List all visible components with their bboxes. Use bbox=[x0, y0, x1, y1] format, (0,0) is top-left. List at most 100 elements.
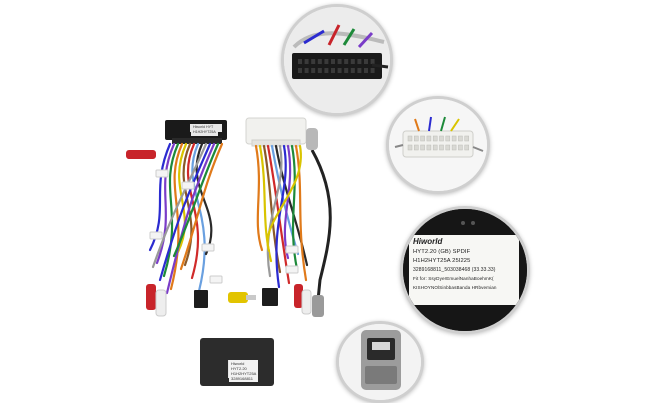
wire bbox=[155, 142, 176, 265]
wire bbox=[182, 142, 193, 267]
wire bbox=[179, 142, 224, 271]
connector-pin bbox=[432, 135, 438, 142]
connector-pin bbox=[344, 59, 349, 64]
connector-pin bbox=[451, 144, 457, 151]
wire bbox=[172, 142, 220, 258]
rca-red-right bbox=[294, 284, 303, 308]
connector-pin bbox=[337, 68, 342, 73]
wire-tags bbox=[149, 169, 299, 284]
connector-pin bbox=[420, 144, 425, 151]
connector-pin bbox=[364, 59, 368, 64]
connector-pin bbox=[364, 68, 368, 73]
sticker-line-1: HYT2.20 (GB) SPDIF bbox=[413, 249, 471, 255]
wire bbox=[266, 144, 283, 278]
rca-red-left-2 bbox=[146, 284, 156, 310]
wire-tag bbox=[209, 275, 223, 284]
wire-tag bbox=[285, 265, 299, 274]
connector-pin bbox=[426, 144, 432, 151]
wire-tag bbox=[155, 169, 169, 178]
wire-tag bbox=[181, 181, 195, 190]
connector-pin bbox=[311, 59, 316, 64]
connector-sticker: Hiworld HYT H1H2HYT25A bbox=[191, 124, 218, 136]
wire-tag bbox=[285, 245, 299, 254]
connector-pin bbox=[426, 135, 432, 142]
antenna-plug-bottom bbox=[312, 295, 324, 317]
connector-pin bbox=[304, 68, 309, 73]
connector-pin bbox=[432, 144, 438, 151]
connector-pin bbox=[464, 135, 469, 142]
wire bbox=[258, 144, 273, 263]
connector-pin bbox=[298, 59, 302, 64]
connector-pin bbox=[370, 59, 375, 64]
connector-pin bbox=[317, 59, 322, 64]
connector-pin bbox=[464, 144, 469, 151]
left-wire-bundle bbox=[148, 142, 224, 295]
antenna-cable bbox=[310, 149, 332, 301]
wire bbox=[165, 142, 216, 295]
connector-pin bbox=[439, 135, 444, 142]
connector-pin bbox=[414, 135, 419, 142]
connector-pin bbox=[439, 144, 444, 151]
wire bbox=[158, 142, 212, 282]
detail-circle-product-label: Hiworld HYT2.20 (GB) SPDIF H1H2HYT25A 25… bbox=[400, 206, 530, 334]
wire bbox=[176, 142, 188, 254]
wire-tag bbox=[201, 243, 215, 252]
wire-tag bbox=[149, 231, 163, 240]
wire bbox=[162, 142, 180, 278]
connector-pin bbox=[370, 68, 375, 73]
connector-pin bbox=[350, 59, 355, 64]
rca-yellow bbox=[228, 292, 248, 303]
rca-red-left-1 bbox=[126, 150, 156, 159]
sticker-brand: Hiworld bbox=[413, 237, 443, 246]
connector-pin bbox=[298, 68, 302, 73]
antenna-plug-top bbox=[306, 128, 318, 150]
connector-pin bbox=[304, 59, 309, 64]
wire bbox=[169, 142, 184, 291]
connector-pin bbox=[331, 59, 335, 64]
detail-circle-black-connector bbox=[281, 4, 393, 116]
module-sticker: Hiworld HYT2.20 H1H2HYT25A 3289168811 bbox=[229, 360, 259, 382]
bottom-connector-mid bbox=[262, 288, 278, 306]
wire bbox=[266, 144, 302, 253]
sticker-line-3: 3289168811_503038468 (33.33.33) bbox=[413, 267, 496, 273]
connector-pin bbox=[344, 68, 349, 73]
wire bbox=[151, 142, 208, 269]
connector-pin bbox=[458, 144, 463, 151]
connector-pin bbox=[350, 68, 355, 73]
connector-pin bbox=[407, 144, 413, 151]
connector-pin bbox=[420, 135, 425, 142]
wire bbox=[191, 142, 206, 293]
bottom-connector-left bbox=[194, 290, 208, 308]
connector-pin bbox=[414, 144, 419, 151]
connector-pin bbox=[451, 135, 457, 142]
sticker-line-5: KISHOYNOlSinbbasBanda HRbvemian bbox=[413, 285, 497, 290]
connector-pin bbox=[331, 68, 335, 73]
connector-pin bbox=[407, 135, 413, 142]
wire bbox=[254, 144, 264, 252]
connector-pin bbox=[324, 68, 329, 73]
right-wire-bundle bbox=[254, 144, 309, 289]
detail-circle-grey-plug bbox=[336, 321, 424, 403]
connector-pin bbox=[445, 144, 451, 151]
connector-pin bbox=[357, 68, 362, 73]
connector-pin bbox=[445, 135, 451, 142]
rca-white-right bbox=[301, 289, 312, 315]
connector-pin bbox=[357, 59, 362, 64]
detail-circle-white-connector bbox=[386, 96, 490, 194]
wire bbox=[195, 142, 213, 256]
sticker-line-4: Fit for: SsyDyerEmuelNanhaBoehmK( bbox=[413, 276, 494, 281]
connector-pin bbox=[458, 135, 463, 142]
wire bbox=[294, 144, 308, 282]
product-sticker: Hiworld HYT2.20 (GB) SPDIF H1H2HYT25A 25… bbox=[409, 235, 519, 305]
connector-pin bbox=[337, 59, 342, 64]
wire bbox=[266, 144, 291, 285]
connector-pin bbox=[317, 68, 322, 73]
connector-pin bbox=[324, 59, 329, 64]
rca-white-left bbox=[155, 289, 167, 317]
wire bbox=[274, 144, 309, 267]
wire bbox=[186, 142, 200, 280]
sticker-line-2: H1H2HYT25A 25I225 bbox=[413, 258, 471, 264]
connector-pin bbox=[311, 68, 316, 73]
